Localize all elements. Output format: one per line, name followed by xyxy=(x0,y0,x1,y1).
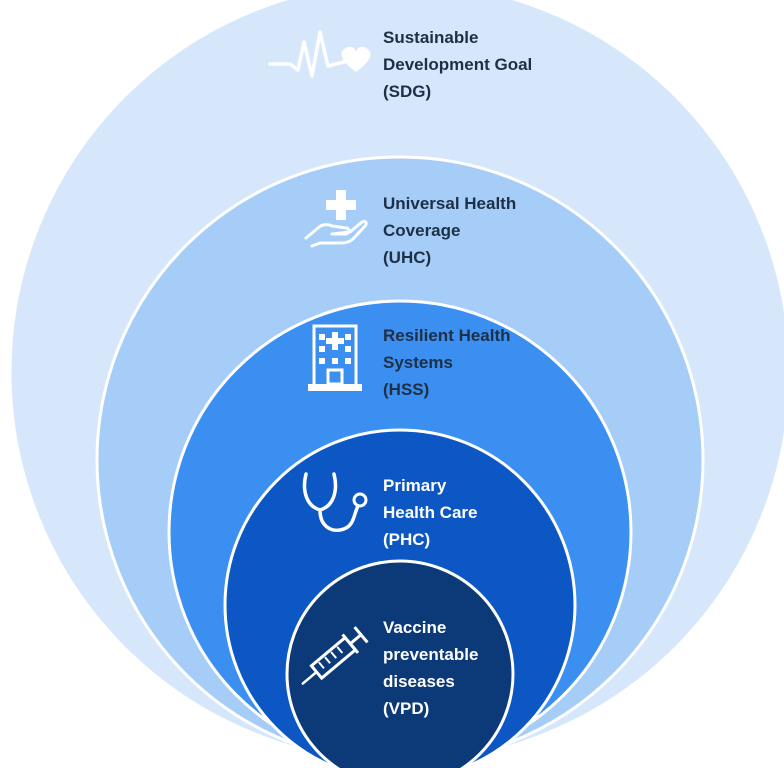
hospital-building-icon xyxy=(308,324,362,391)
label-line: (HSS) xyxy=(383,380,430,399)
label-line: (UHC) xyxy=(383,248,432,267)
syringe-icon xyxy=(301,626,369,685)
label-line: Vaccine xyxy=(383,618,447,637)
label-line: Coverage xyxy=(383,221,461,240)
stethoscope-icon xyxy=(302,472,368,532)
label-line: diseases xyxy=(383,672,455,691)
label-line: Development Goal xyxy=(383,55,533,74)
layer-label-hss: Resilient Health Systems (HSS) xyxy=(383,322,511,403)
label-line: (VPD) xyxy=(383,699,430,718)
heartbeat-heart-icon xyxy=(268,30,371,78)
label-line: Universal Health xyxy=(383,194,517,213)
ring-vpd xyxy=(285,559,515,768)
layer-label-sdg: Sustainable Development Goal (SDG) xyxy=(383,24,532,105)
layer-label-uhc: Universal Health Coverage (UHC) xyxy=(383,190,516,271)
label-line: (SDG) xyxy=(383,82,432,101)
label-line: Health Care xyxy=(383,503,478,522)
label-line: Systems xyxy=(383,353,453,372)
label-line: Sustainable xyxy=(383,28,479,47)
hand-medical-cross-icon xyxy=(304,190,368,248)
layer-label-vpd: Vaccine preventable diseases (VPD) xyxy=(383,614,478,722)
layer-label-phc: Primary Health Care (PHC) xyxy=(383,472,477,553)
label-line: Resilient Health xyxy=(383,326,511,345)
label-line: Primary xyxy=(383,476,447,495)
label-line: preventable xyxy=(383,645,479,664)
label-line: (PHC) xyxy=(383,530,431,549)
